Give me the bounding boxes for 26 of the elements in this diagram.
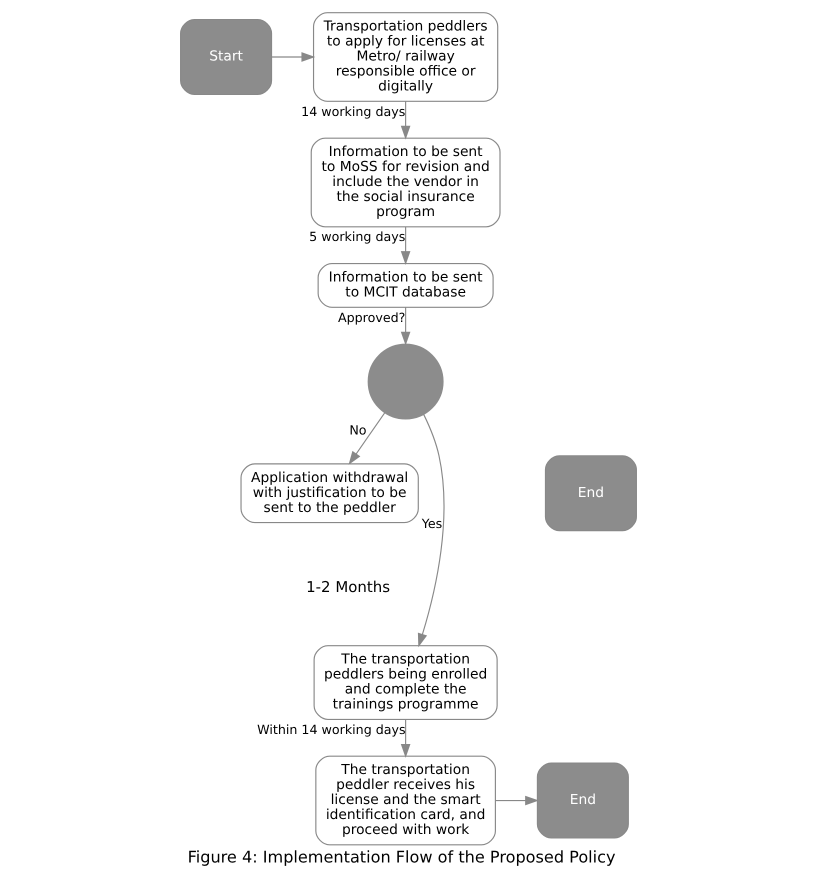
caption: Figure 4: Implementation Flow of the Proposed Policy: [188, 847, 616, 866]
node-box: The transportation peddler receives his license and the smart identification card, and proceed with work: [315, 756, 496, 846]
arrow: [400, 226, 410, 265]
node-box: Information to be sent to MCIT database: [318, 263, 494, 308]
label: 1-2 Months: [306, 578, 390, 596]
arrow: [400, 102, 410, 140]
edge-label: Within 14 working days: [257, 722, 406, 738]
edge-label: Yes: [422, 516, 442, 531]
arrow: [400, 307, 410, 346]
arrow: [400, 720, 410, 758]
node-box: End: [544, 455, 637, 532]
node-circle: [368, 344, 444, 420]
node-box: Information to be sent to MoSS for revision and include the vendor in the social insurance program: [310, 138, 501, 228]
arrow: [272, 52, 316, 62]
edge-label: 5 working days: [309, 229, 406, 244]
edge-label: Approved?: [338, 310, 406, 325]
node-box: Start: [180, 19, 272, 95]
arrow: [496, 796, 539, 806]
edge-label: No: [349, 422, 367, 438]
node-box: Application withdrawal with justification to be sent to the peddler: [240, 463, 419, 524]
node-box: End: [536, 762, 629, 839]
arrow: [418, 414, 445, 648]
node-box: The transportation peddlers being enrolled and complete the trainings programme: [314, 645, 498, 720]
arrow: [348, 412, 386, 465]
node-box: Transportation peddlers to apply for licenses at Metro/ railway responsible office or digitally: [312, 12, 498, 102]
edge-label: 14 working days: [301, 104, 406, 119]
